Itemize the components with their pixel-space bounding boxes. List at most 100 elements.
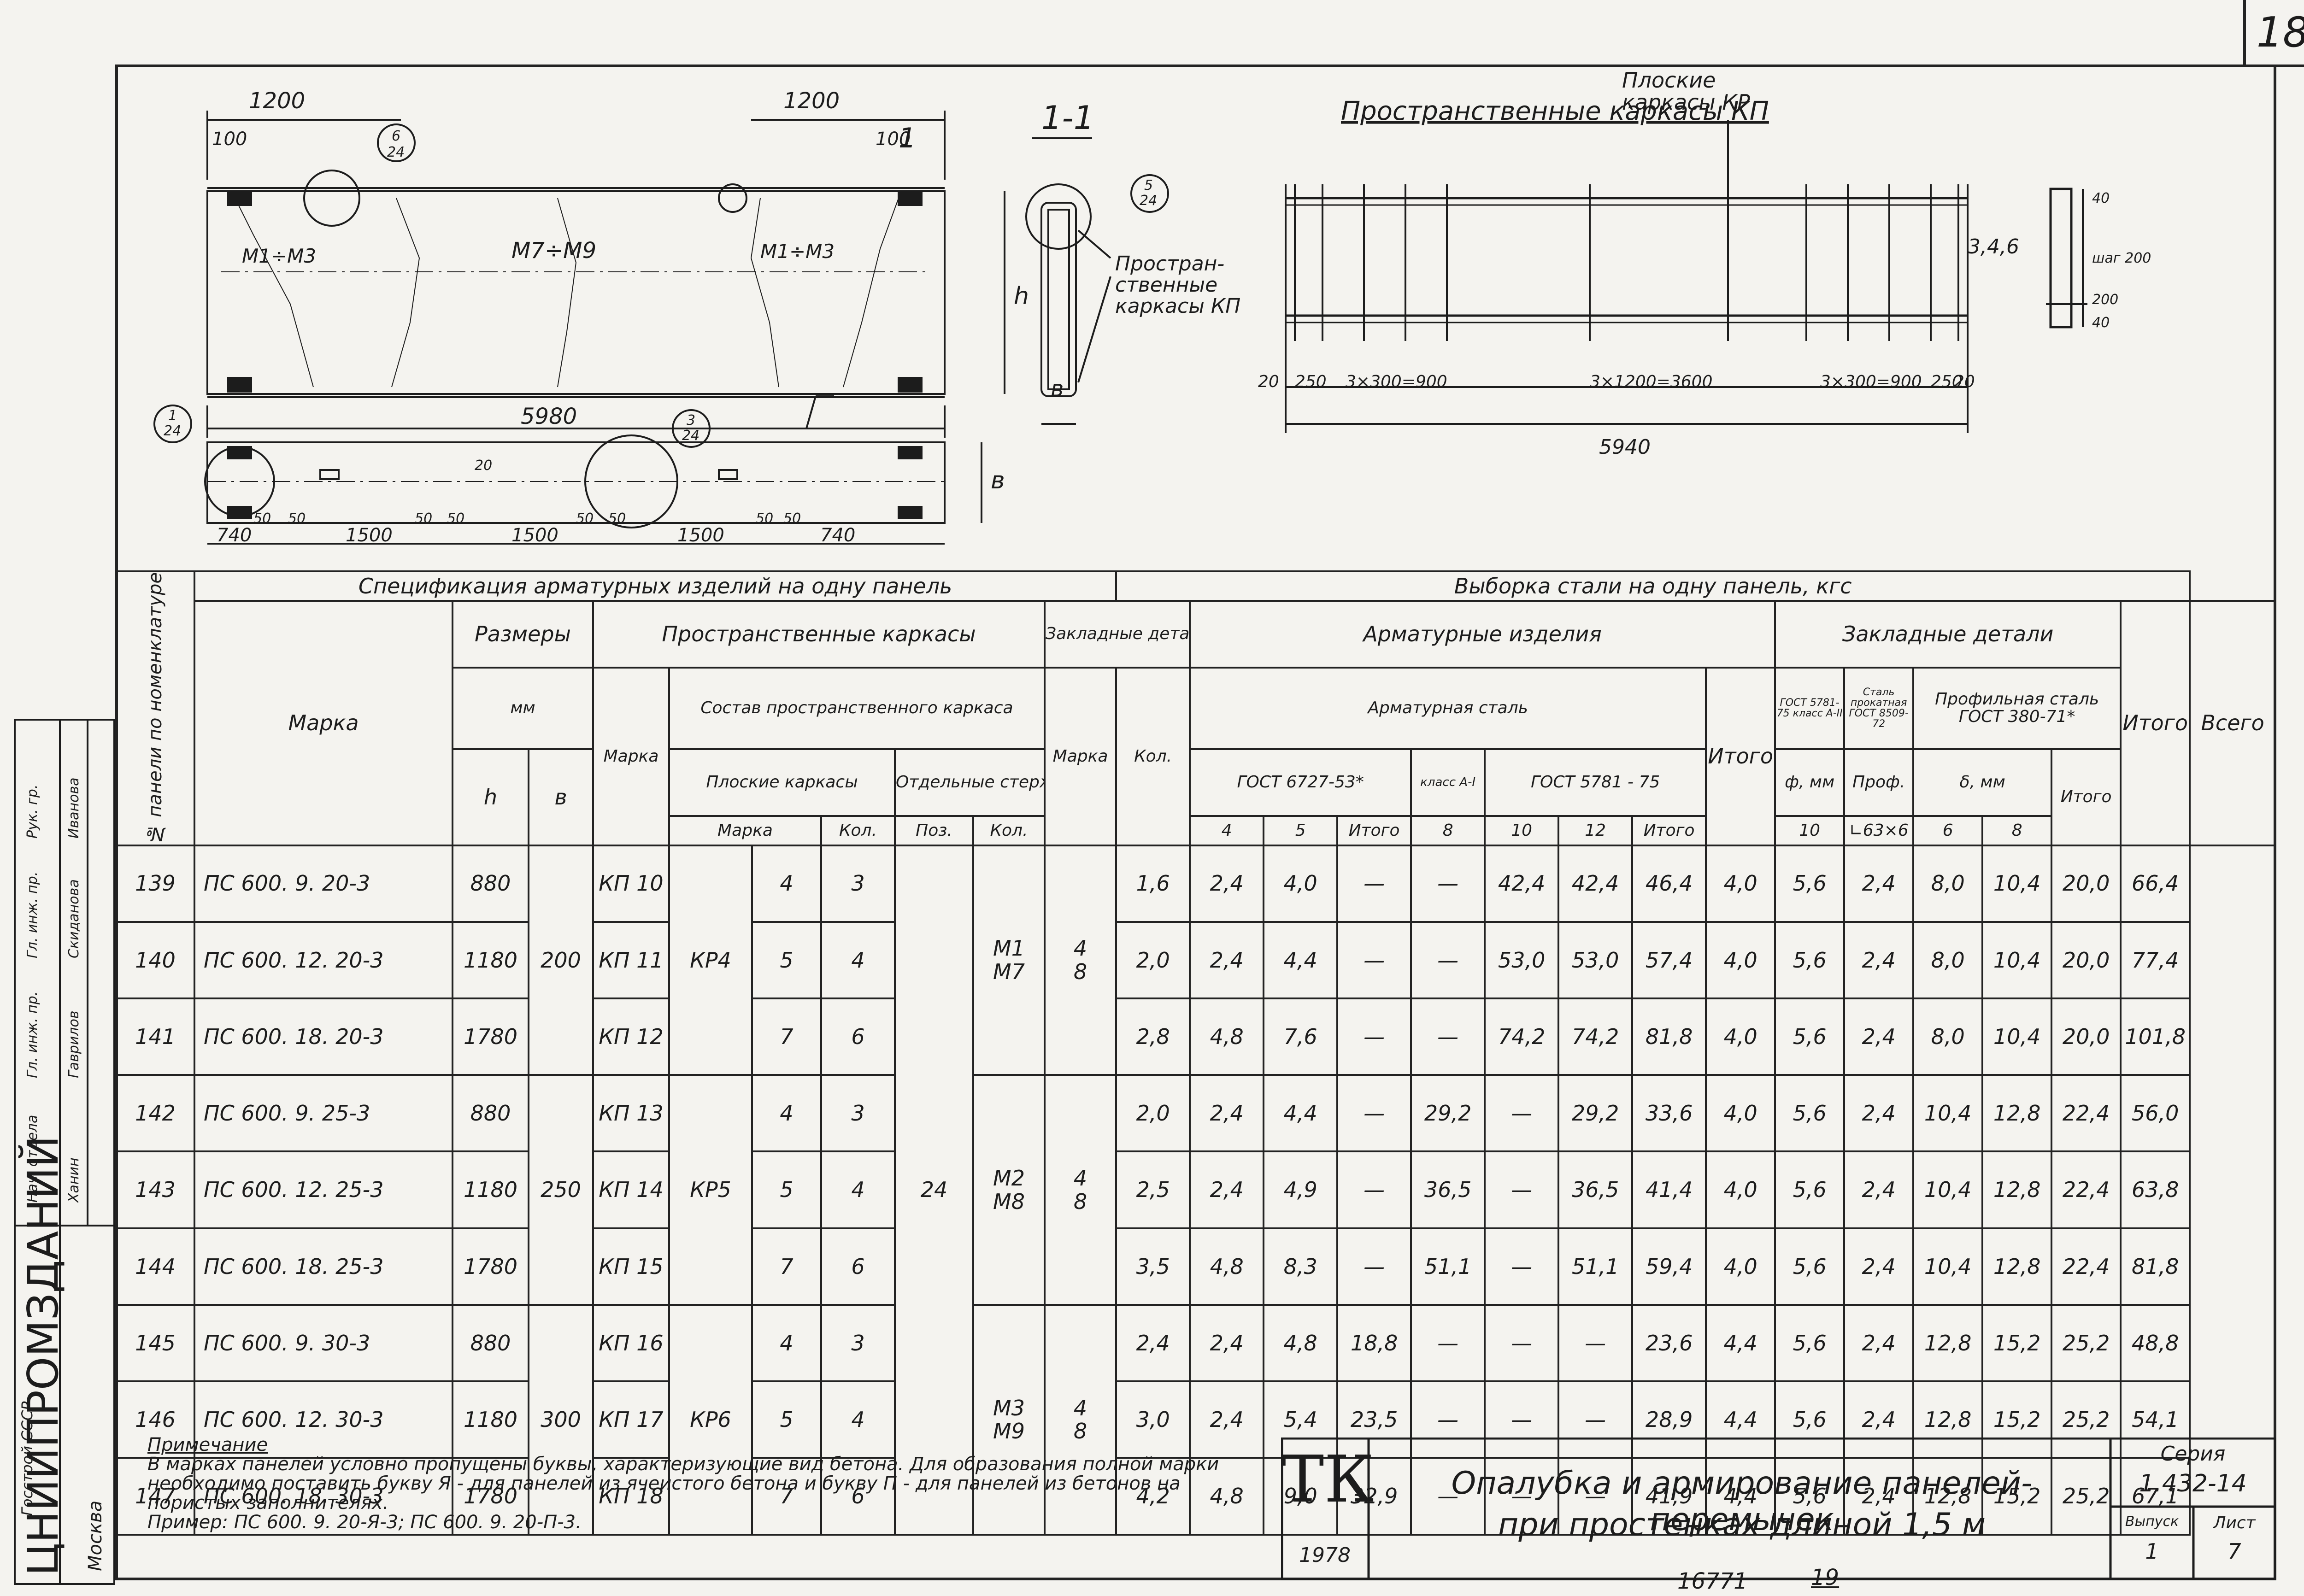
table-cell: 12,8: [1981, 1150, 2053, 1229]
table-cell: 4,8: [1189, 1227, 1265, 1306]
table-cell: 200: [528, 844, 594, 1076]
table-cell: 6: [820, 1457, 896, 1536]
table-cell: 36,5: [1410, 1150, 1486, 1229]
table-cell: 10,4: [1981, 921, 2053, 1000]
table-cell: М2 М8: [972, 1074, 1046, 1306]
section-width: в: [1051, 376, 1064, 402]
table-cell: 9,0: [1263, 1457, 1339, 1536]
table-cell: —: [1336, 1227, 1412, 1306]
table-cell: ПС 600. 12. 25-3: [194, 1150, 453, 1229]
callout-5-top: 5: [1144, 177, 1153, 194]
col-sizes-unit: мм: [452, 666, 594, 750]
title-block: ТК 1978 Опалубка и армирование панелей-п…: [1281, 1438, 2276, 1580]
svg-text:3×300=900: 3×300=900: [1346, 372, 1447, 391]
col-delta: δ, мм: [1912, 748, 2053, 817]
table-cell: —: [1558, 1457, 1634, 1536]
col-total5: Итого: [2120, 600, 2191, 846]
table-cell: 2,4: [1843, 1380, 1915, 1459]
svg-text:1500: 1500: [677, 525, 724, 546]
label-m1-m3-right: М1÷М3: [760, 240, 835, 263]
svg-text:250: 250: [1295, 372, 1327, 391]
dim-100-left: 100: [212, 129, 247, 150]
stamp-role-1: Гл. инж. пр.: [24, 992, 41, 1078]
table-cell: 22,4: [2051, 1074, 2122, 1153]
table-cell: КП 18: [592, 1457, 670, 1536]
svg-text:20: 20: [1954, 372, 1975, 391]
stamp-sign-3: Иванова: [66, 777, 82, 839]
dim-1200-left: 1200: [249, 88, 305, 114]
table-cell: 2,8: [1115, 997, 1191, 1076]
svg-text:200: 200: [2092, 292, 2118, 308]
table-cell: 23,5: [1336, 1380, 1412, 1459]
col-class-a1: класс А-I: [1410, 748, 1486, 817]
label-m1-m3-left: М1÷М3: [242, 245, 316, 267]
table-cell: —: [1484, 1227, 1560, 1306]
sheet-label: Лист: [2213, 1514, 2256, 1532]
table-cell: 53,0: [1484, 921, 1560, 1000]
table-cell: 4,9: [1263, 1150, 1339, 1229]
table-cell: 5,4: [1263, 1380, 1339, 1459]
table-cell: 2,4: [1189, 1380, 1265, 1459]
table-cell: 41,9: [1631, 1457, 1707, 1536]
col-h: h: [452, 748, 529, 846]
table-cell: —: [1410, 844, 1486, 923]
table-cell: 4: [820, 921, 896, 1000]
table-cell: 5,6: [1774, 921, 1846, 1000]
table-cell: 1180: [452, 1380, 529, 1459]
table-cell: 63,8: [2120, 1150, 2191, 1229]
table-cell: 4,0: [1705, 1074, 1776, 1153]
svg-text:20: 20: [1258, 372, 1279, 391]
col-total3: Итого: [1705, 666, 1776, 846]
svg-text:40: 40: [2092, 190, 2110, 206]
table-cell: —: [1484, 1457, 1560, 1536]
table-cell: 10,4: [1912, 1074, 1984, 1153]
table-cell: 2,4: [1115, 1303, 1191, 1383]
table-cell: 101,8: [2120, 997, 2191, 1076]
col-emb-mark: Марка: [1043, 666, 1117, 846]
table-cell: 7: [751, 997, 822, 1076]
svg-text:50: 50: [288, 510, 306, 527]
table-cell: 5: [751, 1380, 822, 1459]
table-cell: 4,0: [1705, 921, 1776, 1000]
table-cell: 3: [820, 1074, 896, 1153]
col-12: 12: [1558, 815, 1634, 846]
table-cell: 4: [820, 1380, 896, 1459]
table-cell: ПС 600. 18. 20-3: [194, 997, 453, 1076]
table-cell: КП 12: [592, 997, 670, 1076]
table-cell: 4: [751, 1303, 822, 1383]
table-cell: 41,4: [1631, 1150, 1707, 1229]
sheet-value: 7: [2228, 1539, 2241, 1564]
callout-6-bottom: 24: [387, 144, 405, 160]
svg-text:50: 50: [608, 510, 626, 527]
table-cell: 10,4: [1981, 997, 2053, 1076]
table-cell: 1180: [452, 921, 529, 1000]
table-cell: 3: [820, 1303, 896, 1383]
table-cell: 1780: [452, 1227, 529, 1306]
table-cell: 42,4: [1558, 844, 1634, 923]
col-rolled: Сталь прокатная ГОСТ 8509-72: [1843, 666, 1915, 750]
col-rods-qty: Кол.: [972, 815, 1046, 846]
svg-text:3×300=900: 3×300=900: [1820, 372, 1922, 391]
col-cage-mark: Марка: [592, 666, 670, 846]
table-cell: 1,6: [1115, 844, 1191, 923]
table-cell: 5: [751, 1150, 822, 1229]
table-cell: 25,2: [2051, 1380, 2122, 1459]
table-cell: 12,8: [1981, 1227, 2053, 1306]
table-cell: 5,6: [1774, 844, 1846, 923]
plan-bottom-dims: 740 50 50 1500 50 50 1500 50 50 1500 50 …: [217, 510, 855, 546]
table-cell: 4: [751, 1074, 822, 1153]
plan-dim-20: 20: [475, 458, 492, 474]
table-cell: 7: [751, 1227, 822, 1306]
table-cell: 4,4: [1705, 1380, 1776, 1459]
table-cell: 77,4: [2120, 921, 2191, 1000]
table-cell: 5,6: [1774, 1303, 1846, 1383]
table-cell: ПС 600. 18. 25-3: [194, 1227, 453, 1306]
col-phi10-h: ф, мм: [1774, 748, 1846, 817]
series-value: 1.432-14: [2139, 1470, 2247, 1497]
table-cell: 4,0: [1705, 1150, 1776, 1229]
table-cell: КП 13: [592, 1074, 670, 1153]
table-cell: 59,4: [1631, 1227, 1707, 1306]
